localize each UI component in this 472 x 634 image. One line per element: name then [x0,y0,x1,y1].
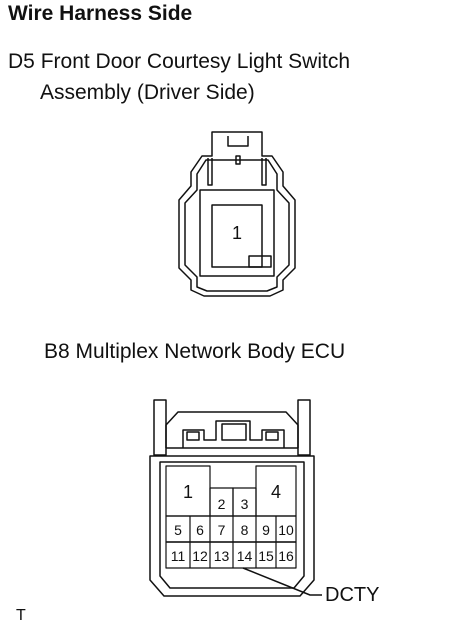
b8-name: Multiplex Network Body ECU [75,340,346,363]
b8-code: B8 [44,340,70,363]
b8-pin-15: 15 [258,548,274,564]
dcty-callout-label: DCTY [325,584,380,606]
d5-name-line1: Front Door Courtesy Light Switch [40,50,350,73]
b8-pin-labels: 1 2 3 4 5 6 7 8 9 10 11 12 13 14 15 16 [171,482,294,564]
d5-code: D5 [8,50,35,73]
b8-pin-3: 3 [241,496,249,512]
b8-pin-16: 16 [278,548,294,564]
b8-connector-title: B8 Multiplex Network Body ECU [44,340,345,364]
b8-pin-11: 11 [171,548,186,564]
d5-pin-1: 1 [232,223,242,243]
b8-pin-6: 6 [196,522,204,538]
b8-pin-cavities [165,465,297,569]
b8-pin-9: 9 [262,522,270,538]
b8-pin-10: 10 [278,522,294,538]
heading: Wire Harness Side [8,2,193,25]
b8-pin-5: 5 [174,522,182,538]
d5-connector-title: D5 Front Door Courtesy Light Switch [8,50,350,74]
dcty-leader-line [242,567,322,596]
b8-pin-13: 13 [214,548,230,564]
b8-pin-14: 14 [237,548,253,564]
b8-pin-4: 4 [271,482,281,502]
b8-pin-1: 1 [183,482,193,502]
b8-pin-7: 7 [218,522,226,538]
b8-connector-housing [149,399,315,597]
b8-pin-8: 8 [241,522,249,538]
footer-mark: T [16,607,26,624]
d5-name-line2: Assembly (Driver Side) [40,81,255,104]
d5-connector-housing [178,131,296,297]
b8-pin-12: 12 [192,548,208,564]
b8-pin-2: 2 [218,496,226,512]
